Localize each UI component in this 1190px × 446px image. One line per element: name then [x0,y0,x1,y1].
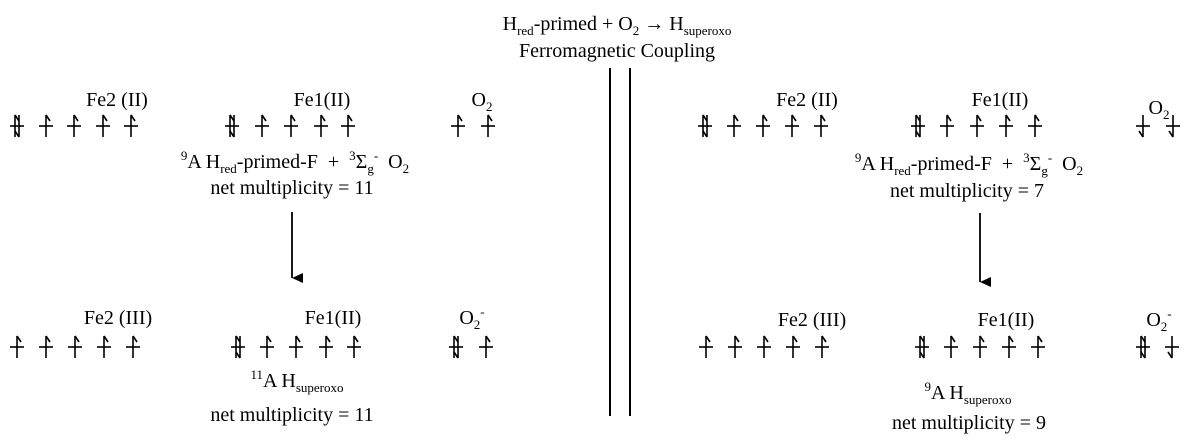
left-bottom-fe1-orbital-1-paired [231,335,245,359]
right-top-fe1-label: Fe1(II) [971,89,1029,111]
left-top-state-label: 9A Hred-primed-F + 3Σg- O2 [180,148,410,176]
right-bottom-fe2-orbital-5-up-spin [815,335,829,358]
right-top-fe1-orbital-2-up-spin [940,114,954,137]
left-bottom-fe1-label: Fe1(II) [304,307,362,329]
left-top-fe1-orbital-2-up-spin [255,114,269,137]
left-bottom-fe2-orbital-1-up-spin [10,335,24,358]
left-bottom-fe1-orbital-2-up-spin [260,335,274,358]
left-bottom-fe1-orbital-5-up-spin [347,335,361,358]
left-top-fe2-orbital-5-up-spin [124,114,138,137]
right-top-fe2-orbital-1-paired [698,114,712,138]
left-top-o2-orbital-2-up-spin [481,114,495,137]
left-top-fe1-orbital-1-paired [225,114,239,138]
left-top-fe1-orbital-4-up-spin [314,114,328,137]
right-bottom-state-label: 9A Hsuperoxo [924,379,1012,407]
left-top-fe2-orbital-2-up-spin [39,114,53,137]
right-bottom-o2-orbital-2-down-spin [1165,336,1179,359]
right-bottom-fe1-orbital-4-up-spin [1002,335,1016,358]
left-bottom-fe1-orbital-3-up-spin [289,335,303,358]
left-bottom-fe2-orbital-4-up-spin [97,335,111,358]
right-top-fe1-orbital-3-up-spin [970,114,984,137]
left-bottom-fe1-orbital-4-up-spin [319,335,333,358]
right-bottom-fe2-label: Fe2 (III) [777,309,847,331]
right-bottom-fe1-orbital-3-up-spin [973,335,987,358]
right-top-o2-orbital-1-down-spin [1136,115,1150,138]
left-bottom-o2-orbital-2-up-spin [479,335,493,358]
left-top-fe1-orbital-3-up-spin [284,114,298,137]
left-bottom-o2-label: O2- [459,304,485,332]
left-top-fe1-orbital-5-up-spin [341,114,355,137]
left-bottom-fe2-orbital-2-up-spin [39,335,53,358]
right-top-fe2-label: Fe2 (II) [776,89,838,111]
right-bottom-multiplicity: net multiplicity = 9 [891,412,1047,434]
left-top-fe2-label: Fe2 (II) [86,89,148,111]
right-top-o2-label: O2 [1148,97,1170,122]
right-bottom-fe1-orbital-5-up-spin [1031,335,1045,358]
left-top-fe2-orbital-1-paired [10,114,24,138]
left-top-fe2-orbital-3-up-spin [67,114,81,137]
right-top-fe2-orbital-3-up-spin [756,114,770,137]
reaction-title: Hred-primed + O2 → Hsuperoxo [502,13,732,38]
right-bottom-fe1-label: Fe1(II) [977,309,1035,331]
left-top-fe1-label: Fe1(II) [293,89,351,111]
left-top-multiplicity: net multiplicity = 11 [210,177,374,199]
left-top-o2-orbital-1-up-spin [451,114,465,137]
left-bottom-multiplicity: net multiplicity = 11 [210,404,374,426]
left-bottom-fe2-label: Fe2 (III) [83,307,153,329]
right-bottom-fe1-orbital-2-up-spin [944,335,958,358]
orbital-diagrams [10,114,1180,359]
right-top-state-label: 9A Hred-primed-F + 3Σg- O2 [854,150,1084,178]
left-bottom-fe2-orbital-3-up-spin [68,335,82,358]
left-bottom-state-label: 11A Hsuperoxo [250,367,344,395]
left-top-fe2-orbital-4-up-spin [96,114,110,137]
right-bottom-fe2-orbital-2-up-spin [728,335,742,358]
left-bottom-o2-orbital-1-paired [449,335,463,359]
right-top-o2-orbital-2-down-spin [1166,115,1180,138]
right-bottom-o2-label: O2- [1146,306,1172,334]
right-top-fe1-orbital-5-up-spin [1028,114,1042,137]
right-bottom-o2-orbital-1-paired [1136,335,1150,359]
right-top-fe1-orbital-4-up-spin [999,114,1013,137]
left-top-o2-label: O2 [471,89,493,114]
right-top-fe2-orbital-2-up-spin [727,114,741,137]
right-top-fe2-orbital-5-up-spin [814,114,828,137]
coupling-subtitle: Ferromagnetic Coupling [518,40,716,62]
right-bottom-fe2-orbital-4-up-spin [786,335,800,358]
right-top-multiplicity: net multiplicity = 7 [889,180,1045,202]
right-top-fe1-orbital-1-paired [911,114,925,138]
right-bottom-fe1-orbital-1-paired [915,335,929,359]
left-bottom-fe2-orbital-5-up-spin [126,335,140,358]
right-bottom-fe2-orbital-1-up-spin [699,335,713,358]
right-bottom-fe2-orbital-3-up-spin [757,335,771,358]
right-top-fe2-orbital-4-up-spin [785,114,799,137]
